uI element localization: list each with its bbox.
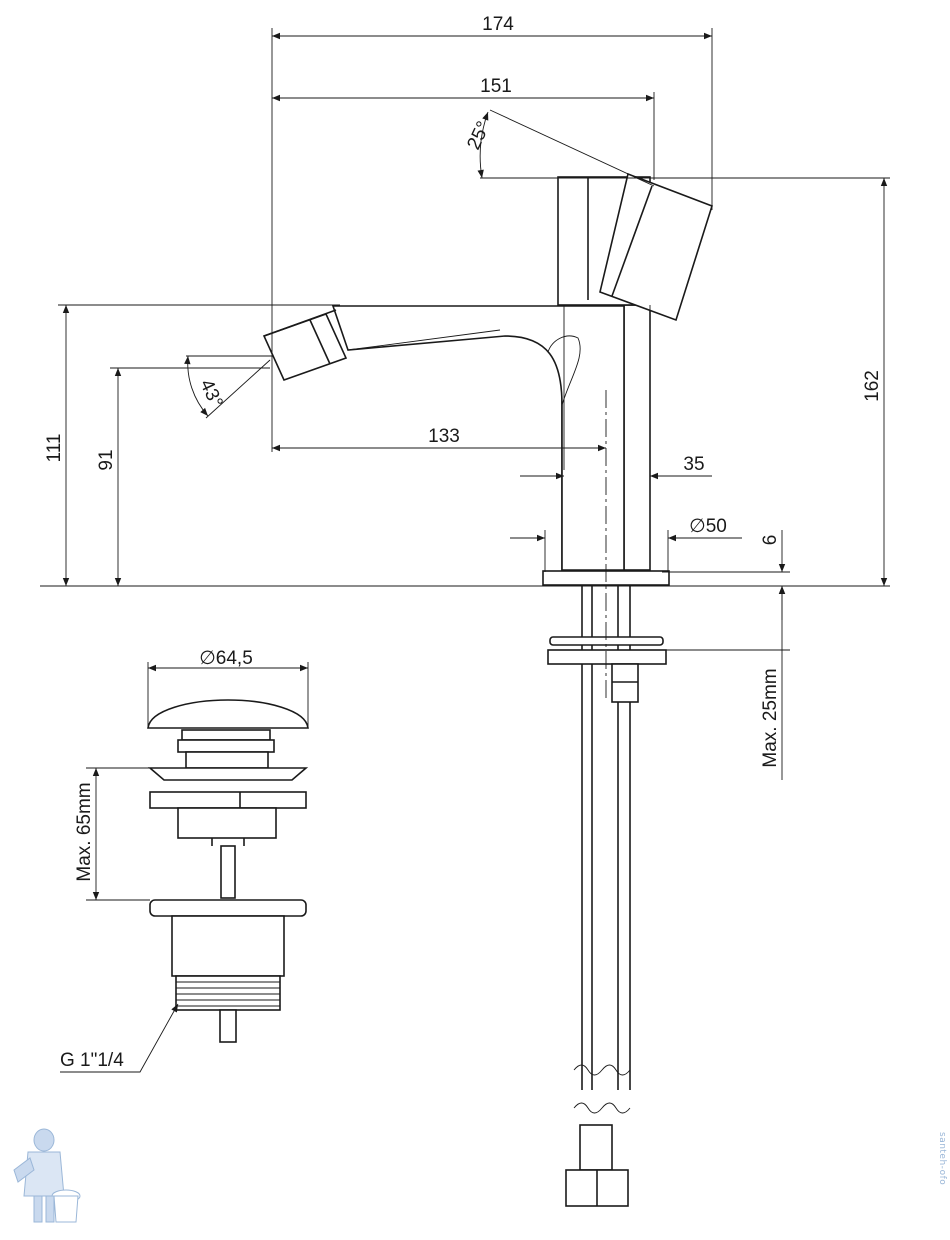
bidet-nozzle bbox=[262, 309, 348, 381]
dim-overall-height: 162 bbox=[862, 370, 883, 402]
dim-base-diameter: ∅50 bbox=[689, 516, 727, 537]
dim-waste-thread: G 1"1/4 bbox=[60, 1050, 124, 1071]
dim-waste-max-thickness: Max. 65mm bbox=[74, 782, 95, 881]
hose-connector bbox=[579, 1124, 613, 1171]
waste-stem bbox=[220, 845, 236, 899]
waste-cap bbox=[147, 699, 309, 729]
waste-gasket bbox=[149, 791, 307, 809]
dim-overall-width: 174 bbox=[482, 14, 514, 35]
dim-spout-height: 111 bbox=[44, 434, 65, 463]
fixing-plate bbox=[547, 649, 667, 665]
watermark-text: santeh-ofo bbox=[937, 1132, 947, 1185]
waste-ring bbox=[181, 729, 271, 741]
waste-flange bbox=[147, 767, 309, 781]
waste-pin bbox=[219, 1009, 237, 1043]
dim-max-deck-thickness: Max. 25mm bbox=[760, 668, 781, 767]
plumber-logo bbox=[13, 1128, 81, 1223]
dim-body-width: 35 bbox=[683, 454, 704, 475]
faucet-spout bbox=[331, 305, 625, 571]
dimension-labels: 174 151 25° 43° 162 111 91 133 35 ∅50 6 … bbox=[44, 14, 883, 1071]
pop-up-waste bbox=[147, 699, 309, 1043]
dim-waste-cap-diameter: ∅64,5 bbox=[199, 648, 253, 669]
waste-thread bbox=[175, 975, 281, 1011]
dimension-lines bbox=[40, 28, 890, 1073]
bidet-faucet bbox=[262, 172, 713, 1207]
dim-outlet-height: 91 bbox=[96, 449, 117, 470]
fixing-nut bbox=[611, 663, 639, 703]
dim-spout-width: 151 bbox=[480, 76, 512, 97]
fixing-washer bbox=[549, 636, 664, 646]
waste-lower-flange bbox=[149, 899, 307, 917]
dim-base-thickness: 6 bbox=[760, 535, 781, 546]
dim-spout-reach: 133 bbox=[428, 426, 460, 447]
dim-handle-angle: 25° bbox=[463, 118, 494, 153]
lever-handle bbox=[599, 172, 713, 322]
waste-body bbox=[171, 915, 285, 977]
